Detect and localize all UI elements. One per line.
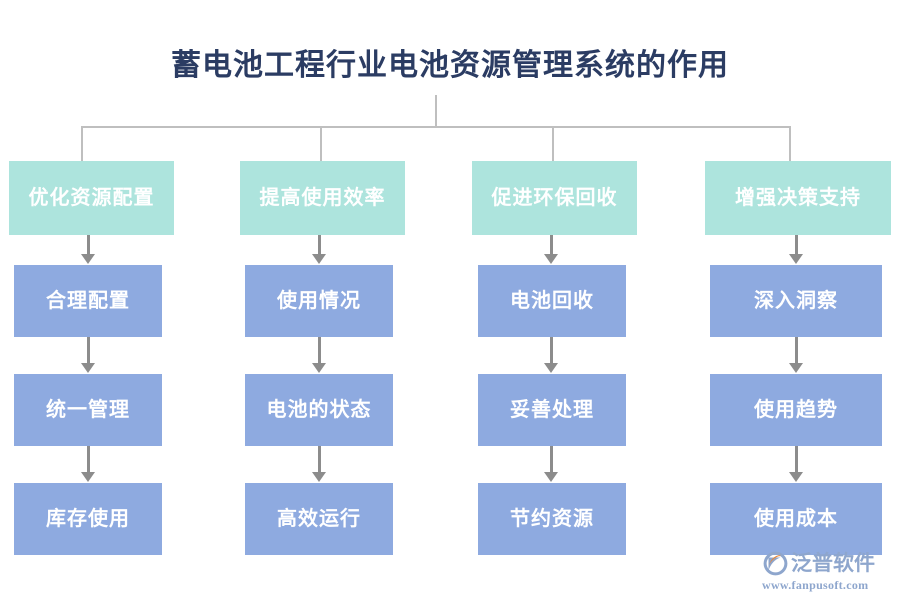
step-box-2-2[interactable]: 电池的状态 (245, 374, 393, 446)
step-box-1-3[interactable]: 库存使用 (14, 483, 162, 555)
connector-stem (435, 95, 437, 128)
branch-header-label-4: 增强决策支持 (735, 187, 861, 209)
watermark-brand: 泛普软件 (791, 550, 875, 575)
step-label-1-2: 统一管理 (46, 399, 130, 421)
step-box-3-1[interactable]: 电池回收 (478, 265, 626, 337)
connector-drop-1 (81, 126, 83, 161)
fanpu-swoosh-logo-icon (762, 550, 789, 577)
branch-header-label-1: 优化资源配置 (28, 187, 155, 209)
step-label-1-1: 合理配置 (46, 290, 130, 312)
branch-header-label-3: 促进环保回收 (491, 187, 618, 209)
step-label-1-3: 库存使用 (46, 508, 130, 530)
page-title: 蓄电池工程行业电池资源管理系统的作用 (171, 49, 729, 82)
step-label-4-2: 使用趋势 (754, 399, 838, 421)
watermark: 泛普软件 www.fanpusoft.com (762, 549, 896, 593)
arrow-step2-to-step3-col2 (312, 446, 326, 483)
branch-header-box-1[interactable]: 优化资源配置 (9, 161, 174, 235)
step-label-2-3: 高效运行 (277, 508, 361, 530)
arrow-header-to-step1-col1 (81, 235, 95, 265)
branch-header-label-2: 提高使用效率 (259, 187, 386, 209)
arrow-header-to-step1-col4 (789, 235, 803, 265)
connector-drop-4 (789, 126, 791, 161)
step-label-2-2: 电池的状态 (266, 399, 372, 421)
connector-horizontal-bar (81, 126, 791, 128)
arrow-header-to-step1-col2 (312, 235, 326, 265)
step-label-3-1: 电池回收 (510, 290, 594, 312)
arrow-step2-to-step3-col1 (81, 446, 95, 483)
step-label-2-1: 使用情况 (277, 290, 361, 312)
step-box-3-2[interactable]: 妥善处理 (478, 374, 626, 446)
step-box-4-1[interactable]: 深入洞察 (710, 265, 882, 337)
arrow-header-to-step1-col3 (544, 235, 558, 265)
step-box-1-1[interactable]: 合理配置 (14, 265, 162, 337)
branch-header-box-2[interactable]: 提高使用效率 (240, 161, 405, 235)
branch-header-box-4[interactable]: 增强决策支持 (705, 161, 891, 235)
branch-header-box-3[interactable]: 促进环保回收 (472, 161, 637, 235)
arrow-step1-to-step2-col2 (312, 337, 326, 374)
arrow-step2-to-step3-col4 (789, 446, 803, 483)
arrow-step1-to-step2-col1 (81, 337, 95, 374)
step-label-4-1: 深入洞察 (754, 290, 838, 312)
step-box-2-1[interactable]: 使用情况 (245, 265, 393, 337)
connector-drop-3 (552, 126, 554, 161)
step-label-4-3: 使用成本 (754, 508, 838, 530)
step-label-3-3: 节约资源 (510, 508, 594, 530)
watermark-url: www.fanpusoft.com (762, 578, 869, 592)
step-box-4-2[interactable]: 使用趋势 (710, 374, 882, 446)
arrow-step1-to-step2-col4 (789, 337, 803, 374)
connector-drop-2 (320, 126, 322, 161)
step-box-4-3[interactable]: 使用成本 (710, 483, 882, 555)
step-box-2-3[interactable]: 高效运行 (245, 483, 393, 555)
step-box-1-2[interactable]: 统一管理 (14, 374, 162, 446)
step-box-3-3[interactable]: 节约资源 (478, 483, 626, 555)
arrow-step1-to-step2-col3 (544, 337, 558, 374)
arrow-step2-to-step3-col3 (544, 446, 558, 483)
step-label-3-2: 妥善处理 (510, 399, 594, 421)
